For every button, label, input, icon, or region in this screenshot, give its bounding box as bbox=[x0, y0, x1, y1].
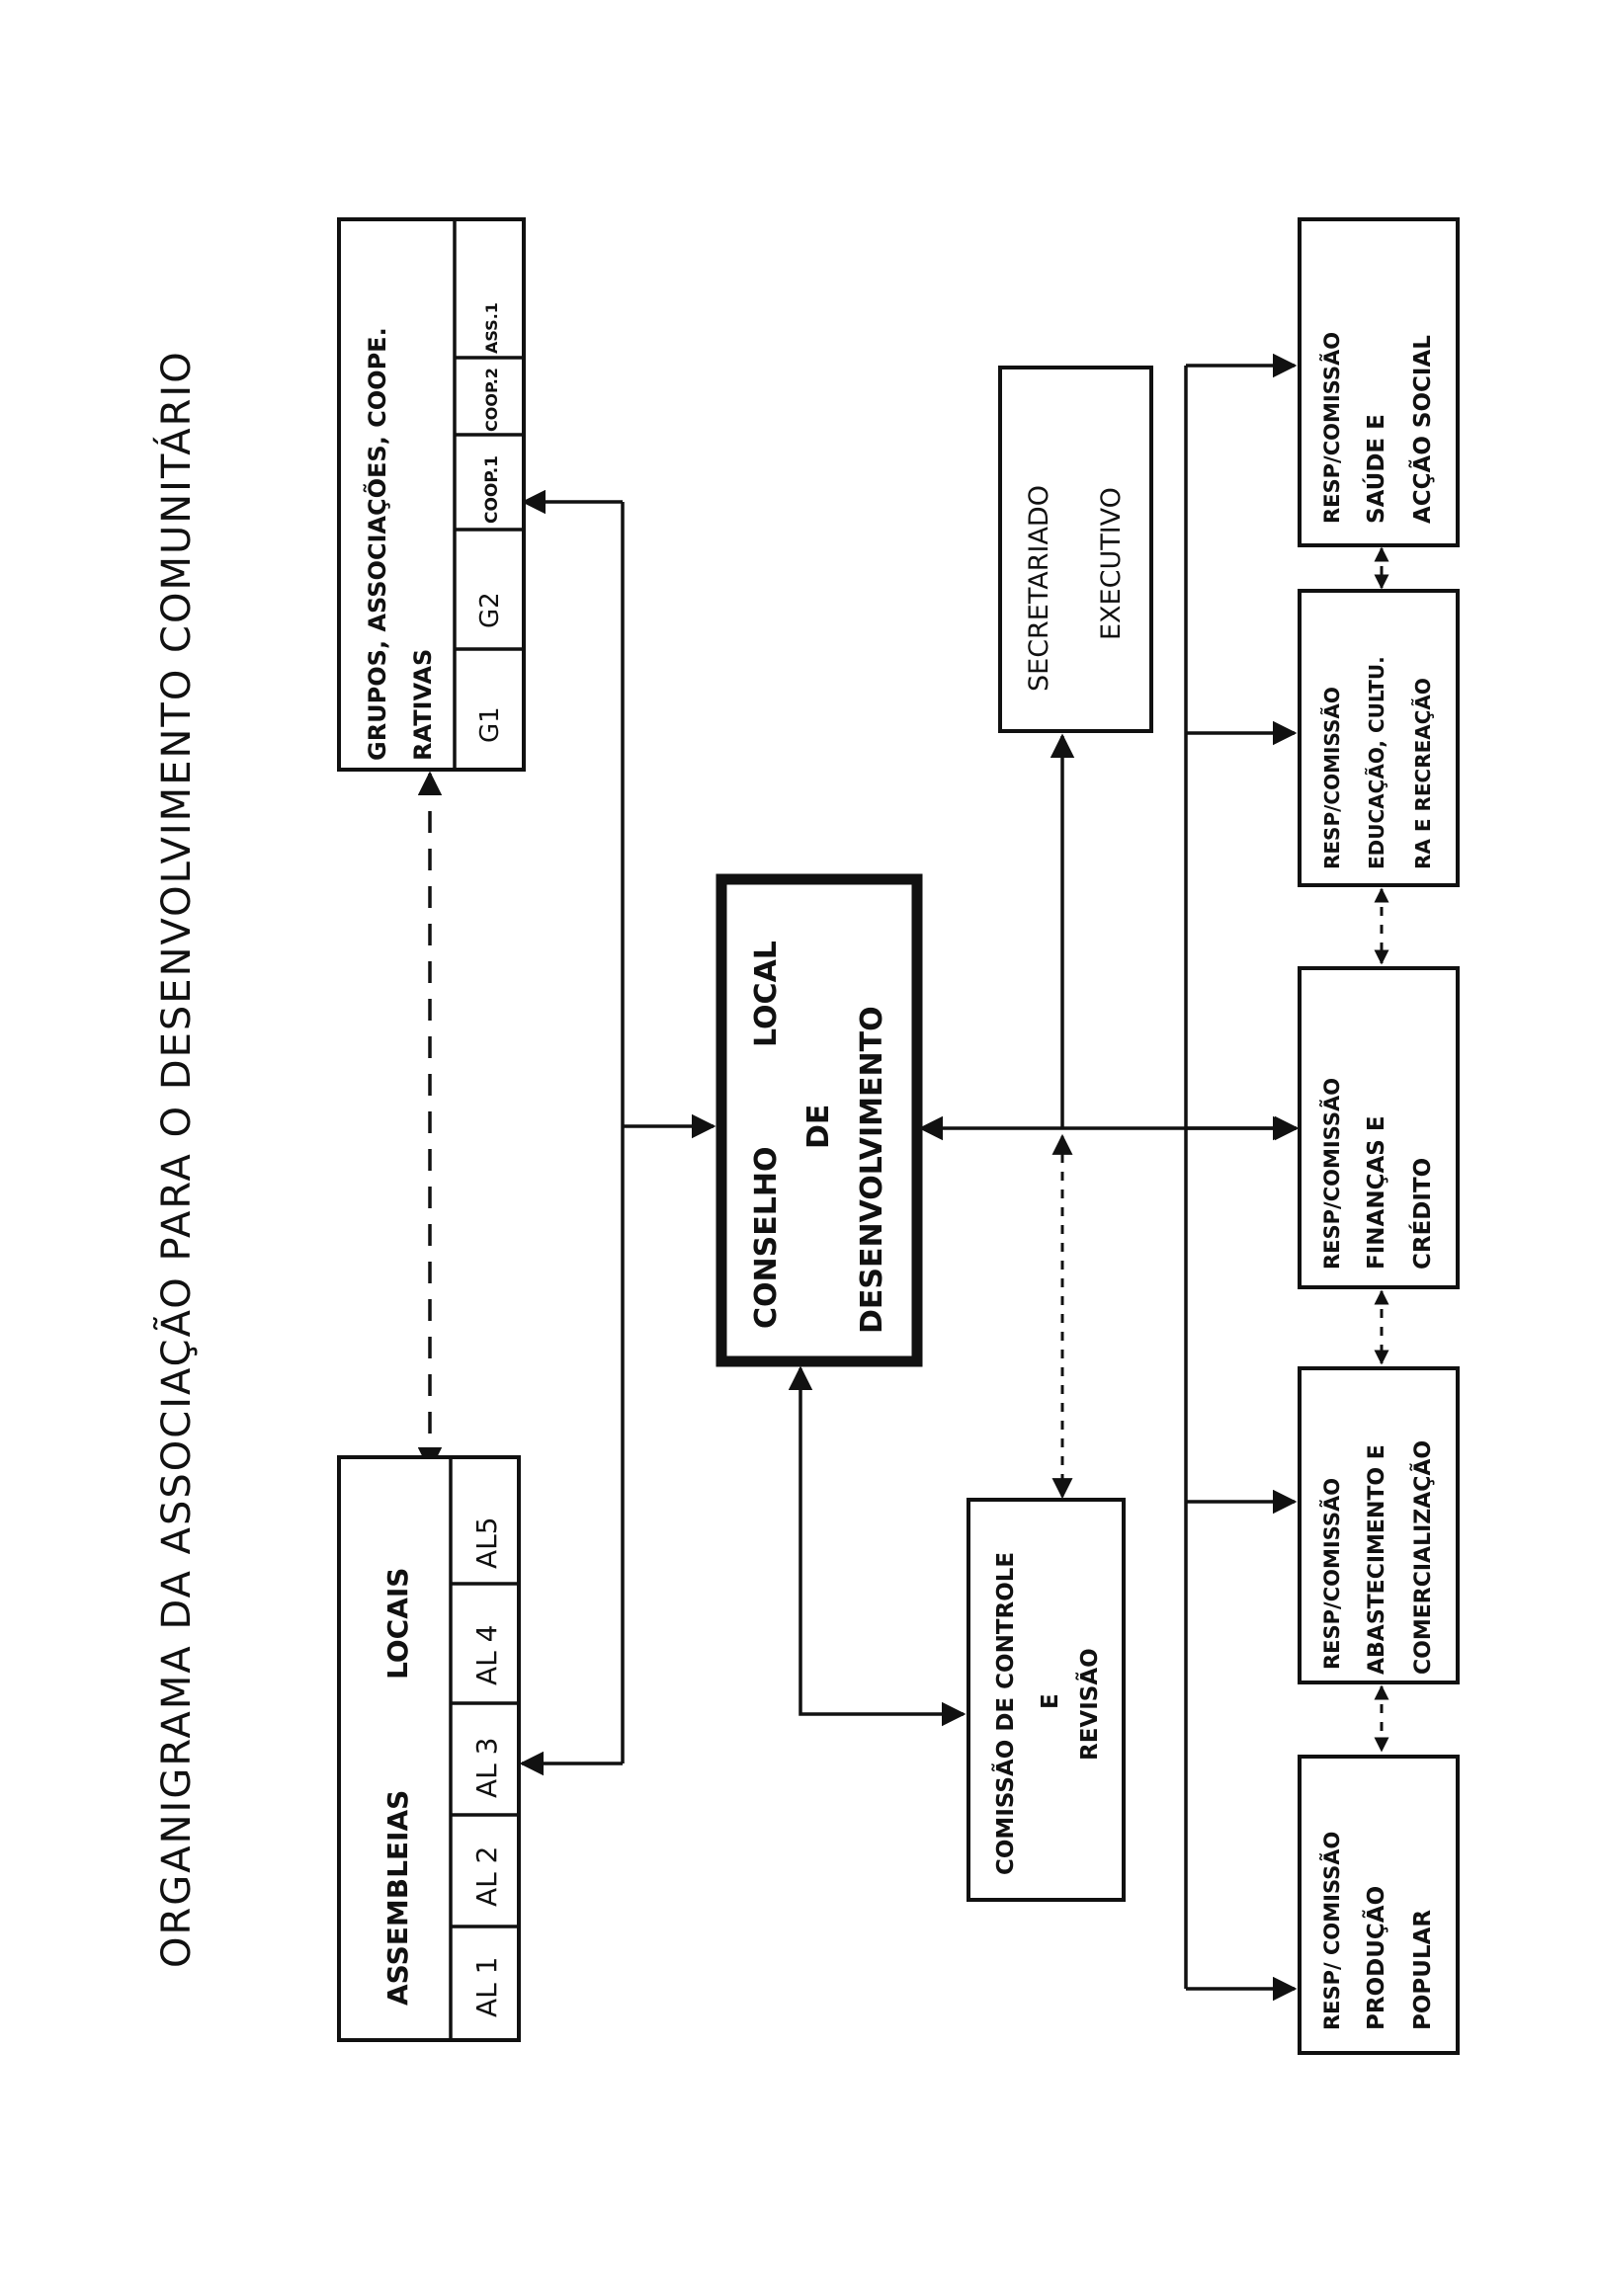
resp-financas-line-1: RESP/COMISSÃO bbox=[1319, 1078, 1344, 1270]
assembleias-cell-3: AL 3 bbox=[470, 1738, 503, 1798]
conselho-line-3: DESENVOLVIMENTO bbox=[855, 1006, 889, 1334]
resp-educacao-line-3: RA E RECREAÇÃO bbox=[1411, 678, 1435, 869]
grupos-cell-2: G2 bbox=[475, 592, 505, 628]
assembleias-cell-5: AL5 bbox=[470, 1517, 503, 1569]
connectors bbox=[417, 353, 1389, 2002]
secretariado-line-1: SECRETARIADO bbox=[1024, 485, 1054, 692]
assembleias-title-2: LOCAIS bbox=[381, 1568, 414, 1680]
grupos-cell-4: COOP.2 bbox=[482, 368, 501, 432]
node-resp-abastecimento: RESP/COMISSÃO ABASTECIMENTO E COMERCIALI… bbox=[1298, 1366, 1460, 1684]
resp-financas-line-3: CRÉDITO bbox=[1408, 1158, 1436, 1270]
resp-saude-line-3: ACÇÃO SOCIAL bbox=[1408, 335, 1436, 524]
conselho-line-1b: LOCAL bbox=[749, 941, 784, 1047]
grupos-cell-5: ASS.1 bbox=[482, 302, 501, 354]
connector-conselho-comissao bbox=[788, 1365, 967, 1727]
comissao-line-3: REVISÃO bbox=[1075, 1648, 1103, 1761]
resp-abastecimento-line-2: ABASTECIMENTO E bbox=[1365, 1444, 1389, 1675]
node-resp-saude-accao-social: RESP/COMISSÃO SAÚDE E ACÇÃO SOCIAL bbox=[1298, 217, 1460, 547]
resp-producao-line-3: POPULAR bbox=[1410, 1910, 1436, 2030]
node-conselho-local: CONSELHO LOCAL DE DESENVOLVIMENTO bbox=[715, 873, 923, 1367]
grupos-title-2: RATIVAS bbox=[409, 649, 437, 761]
conselho-line-1a: CONSELHO bbox=[749, 1147, 784, 1329]
resp-educacao-line-2: EDUCAÇÃO, CULTU. bbox=[1365, 656, 1388, 869]
resp-abastecimento-line-1: RESP/COMISSÃO bbox=[1319, 1478, 1344, 1670]
resp-educacao-line-1: RESP/COMISSÃO bbox=[1320, 687, 1344, 869]
grupos-cell-3: COOP.1 bbox=[482, 455, 502, 524]
node-resp-financas-credito: RESP/COMISSÃO FINANÇAS E CRÉDITO bbox=[1298, 966, 1460, 1289]
node-secretariado-executivo: SECRETARIADO EXECUTIVO bbox=[998, 366, 1153, 733]
node-resp-producao-popular: RESP/ COMISSÃO PRODUÇÃO POPULAR bbox=[1298, 1755, 1460, 2055]
node-assembleias-locais: ASSEMBLEIAS LOCAIS AL 1 AL 2 AL 3 AL 4 A… bbox=[337, 1455, 521, 2042]
assembleias-cell-1: AL 1 bbox=[470, 1957, 503, 2017]
assembleias-cell-2: AL 2 bbox=[470, 1846, 503, 1907]
resp-producao-line-1: RESP/ COMISSÃO bbox=[1319, 1832, 1344, 2030]
resp-producao-line-2: PRODUÇÃO bbox=[1362, 1886, 1389, 2030]
resp-saude-line-2: SAÚDE E bbox=[1362, 414, 1389, 524]
resp-saude-line-1: RESP/COMISSÃO bbox=[1319, 332, 1344, 524]
node-comissao-controle-revisao: COMISSÃO DE CONTROLE E REVISÃO bbox=[967, 1498, 1126, 1902]
comissao-line-1: COMISSÃO DE CONTROLE bbox=[991, 1552, 1019, 1875]
diagram-title: ORGANIGRAMA DA ASSOCIAÇÃO PARA O DESENVO… bbox=[152, 350, 200, 1968]
resp-abastecimento-line-3: COMERCIALIZAÇÃO bbox=[1410, 1440, 1436, 1675]
resp-financas-line-2: FINANÇAS E bbox=[1364, 1115, 1389, 1270]
assembleias-title: ASSEMBLEIAS bbox=[381, 1790, 414, 2006]
secretariado-line-2: EXECUTIVO bbox=[1096, 487, 1127, 640]
grupos-cell-1: G1 bbox=[475, 706, 505, 743]
node-grupos-associacoes-cooperativas: GRUPOS, ASSOCIAÇÕES, COOPE. RATIVAS G1 G… bbox=[337, 217, 526, 772]
grupos-title-1: GRUPOS, ASSOCIAÇÕES, COOPE. bbox=[362, 327, 391, 761]
conselho-line-2: DE bbox=[801, 1105, 836, 1149]
node-resp-educacao-cultura: RESP/COMISSÃO EDUCAÇÃO, CULTU. RA E RECR… bbox=[1298, 589, 1460, 887]
comissao-line-2: E bbox=[1038, 1693, 1063, 1709]
assembleias-cell-4: AL 4 bbox=[470, 1625, 503, 1685]
